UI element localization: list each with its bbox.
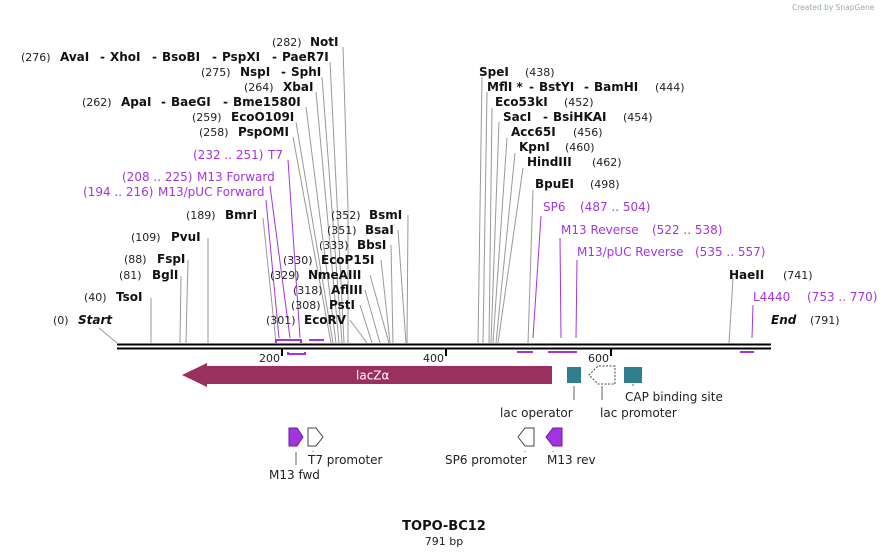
t7-promoter-label: T7 promoter — [307, 453, 383, 467]
enzyme-bmri: (189) BmrI — [186, 204, 257, 223]
enzyme-nmeaiii: (329) NmeAIII — [270, 264, 361, 283]
sp6-promoter-label: SP6 promoter — [445, 453, 527, 467]
cap-binding-site-label: CAP binding site — [625, 390, 723, 404]
m13-rev-label: M13 rev — [547, 453, 596, 467]
feature-m13-forward: (208 .. 225) M13 Forward — [122, 166, 275, 185]
lac-promoter-label: lac promoter — [600, 406, 677, 420]
ruler-tick-600: 600 — [588, 352, 609, 365]
enzyme-group-apai: (262) ApaI - BaeGI - Bme1580I — [82, 91, 301, 110]
sp6-promoter-arrow — [517, 427, 535, 447]
enzyme-afliii: (318) AflIII — [293, 279, 363, 298]
end-label: End — [771, 313, 797, 327]
feature-m13-reverse: M13 Reverse (522 .. 538) — [561, 219, 722, 238]
enzyme-pvui: (109) PvuI — [131, 226, 201, 245]
cap-binding-site-box — [624, 367, 642, 383]
lac-operator-label: lac operator — [500, 406, 573, 420]
ruler-tick-marks — [281, 349, 612, 356]
enzyme-psti: (308) PstI — [291, 294, 355, 313]
feature-m13-puc-forward: (194 .. 216) M13/pUC Forward — [83, 181, 265, 200]
plasmid-length: 791 bp — [425, 535, 463, 548]
feature-sp6: SP6 (487 .. 504) — [543, 196, 650, 215]
m13-fwd-arrow — [288, 427, 304, 447]
m13-fwd-label: M13 fwd — [269, 468, 320, 482]
enzyme-haeii: HaeII (741) — [729, 264, 813, 283]
enzyme-leader-lines — [98, 46, 734, 344]
enzyme-group-mfli: MflI * - BstYI - BamHI (444) — [487, 76, 685, 95]
m13-rev-arrow — [545, 427, 563, 447]
enzyme-xbai: (264) XbaI — [244, 76, 313, 95]
feature-brackets — [275, 339, 754, 355]
enzyme-group-saci: SacI - BsiHKAI (454) — [503, 106, 653, 125]
lac-operator-box — [567, 367, 581, 383]
enzyme-bpuei: BpuEI (498) — [535, 173, 620, 192]
lacz-alpha-arrow — [182, 363, 552, 387]
enzyme-bsmi: (352) BsmI — [331, 204, 402, 223]
feature-m13-puc-reverse: M13/pUC Reverse (535 .. 557) — [577, 241, 765, 260]
enzyme-hindiii: HindIII (462) — [527, 151, 622, 170]
ruler-tick-200: 200 — [259, 352, 280, 365]
ruler-tick-400: 400 — [423, 352, 444, 365]
t7-promoter-arrow — [307, 427, 324, 447]
feature-leader-lines — [265, 159, 754, 339]
enzyme-bsai: (351) BsaI — [327, 219, 394, 238]
start-label: Start — [78, 313, 113, 327]
end-pos: (791) — [810, 314, 840, 327]
enzyme-noti: (282) NotI — [272, 31, 339, 50]
plasmid-title: TOPO-BC12 — [402, 519, 486, 534]
enzyme-fspi: (88) FspI — [124, 248, 185, 267]
enzyme-bgli: (81) BglI — [119, 264, 178, 283]
enzyme-bbsi: (333) BbsI — [319, 234, 386, 253]
feature-t7: (232 .. 251) T7 — [193, 144, 283, 163]
enzyme-eco53ki: Eco53kI (452) — [495, 91, 594, 110]
lacz-label: lacZα — [356, 369, 390, 383]
feature-l4440: L4440 (753 .. 770) — [753, 286, 877, 305]
enzyme-group-avai: (276) AvaI - XhoI - BsoBI - PspXI - PaeR… — [21, 46, 329, 65]
enzyme-group-nspi: (275) NspI - SphI — [201, 61, 321, 80]
start-pos: (0) — [53, 314, 69, 327]
enzyme-ecorv: (301) EcoRV — [266, 309, 347, 328]
enzyme-tsoi: (40) TsoI — [84, 286, 142, 305]
enzyme-ecop15i: (330) EcoP15I — [283, 249, 375, 268]
enzyme-spei: SpeI (438) — [479, 61, 555, 80]
lower-leader-lines — [295, 384, 634, 465]
brand-text: Created by SnapGene — [792, 3, 875, 12]
enzyme-pspomi: (258) PspOMI — [199, 121, 289, 140]
enzyme-kpni: KpnI (460) — [519, 136, 595, 155]
enzyme-acc65i: Acc65I (456) — [511, 121, 603, 140]
lac-promoter-arrow — [588, 365, 616, 385]
enzyme-ecoo109i: (259) EcoO109I — [192, 106, 294, 125]
